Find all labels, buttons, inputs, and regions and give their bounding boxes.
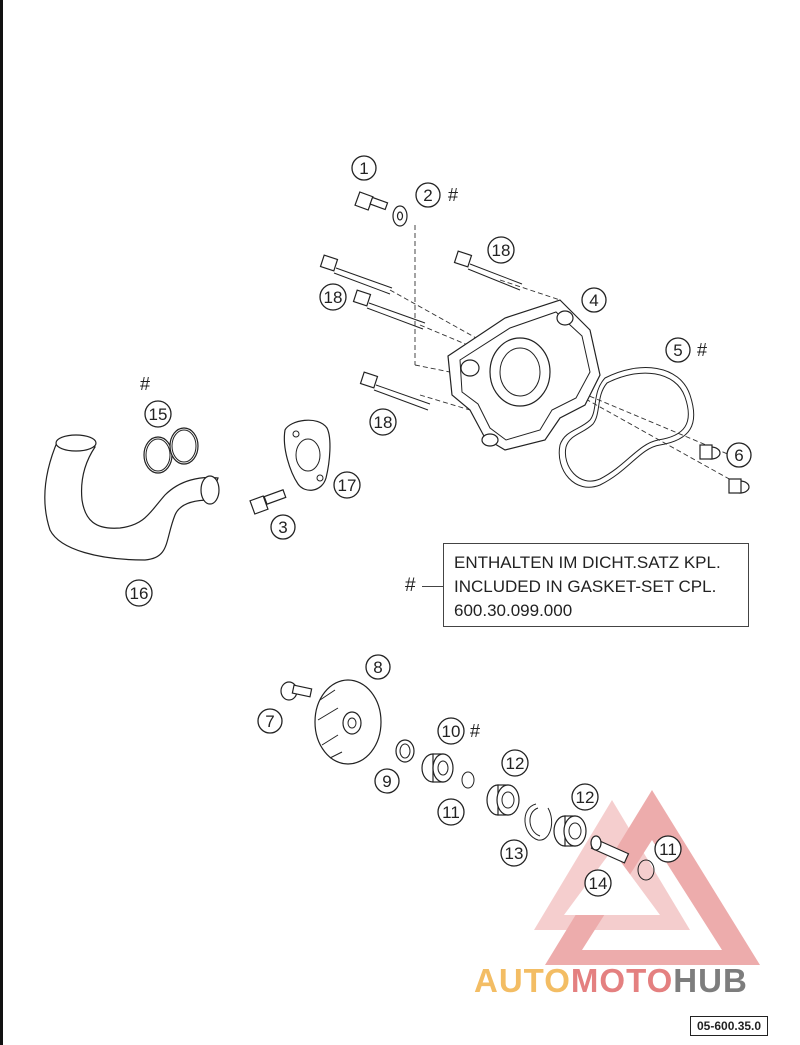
dowel-part-6 xyxy=(699,444,750,494)
svg-text:#: # xyxy=(448,185,458,205)
flange-gasket-part-17 xyxy=(283,419,331,491)
svg-text:8: 8 xyxy=(373,658,382,677)
callout-12a: 12 xyxy=(501,749,529,777)
svg-text:#: # xyxy=(697,340,707,360)
callout-14: 14 xyxy=(584,869,612,897)
callout-18b: 18 xyxy=(487,236,515,264)
note-part-number: 600.30.099.000 xyxy=(454,601,573,620)
pump-cover-part-4 xyxy=(447,299,601,451)
svg-text:#: # xyxy=(470,721,480,741)
callout-15: # 15 xyxy=(140,374,172,428)
callout-8: 8 xyxy=(365,654,391,680)
svg-text:12: 12 xyxy=(506,754,525,773)
svg-text:1: 1 xyxy=(359,159,368,178)
callout-6: 6 xyxy=(726,442,752,468)
callout-4: 4 xyxy=(581,287,607,313)
svg-text:2: 2 xyxy=(423,186,432,205)
note-line-english: INCLUDED IN GASKET-SET CPL. xyxy=(454,577,717,596)
seal-part-10 xyxy=(421,753,454,783)
callout-5: 5 # xyxy=(665,337,707,363)
svg-text:11: 11 xyxy=(442,803,460,822)
svg-text:13: 13 xyxy=(505,844,524,863)
svg-text:#: # xyxy=(140,374,150,394)
callout-17: 17 xyxy=(333,471,361,499)
note-line-german: ENTHALTEN IM DICHT.SATZ KPL. xyxy=(454,553,721,572)
bolt-part-18a xyxy=(319,254,393,295)
bearing-part-12a xyxy=(486,784,520,816)
gasket-part-5 xyxy=(558,367,695,488)
svg-text:5: 5 xyxy=(673,341,682,360)
callout-10: 10 # xyxy=(437,717,480,745)
svg-text:16: 16 xyxy=(130,584,149,603)
bolt-part-7 xyxy=(280,681,313,701)
note-leader-line xyxy=(422,586,443,587)
bearing-part-12b xyxy=(553,815,587,847)
bolt-part-18b xyxy=(352,289,426,330)
svg-text:15: 15 xyxy=(149,405,168,424)
svg-text:18: 18 xyxy=(492,241,511,260)
shaft-part-14 xyxy=(590,835,630,864)
callout-13: 13 xyxy=(500,839,528,867)
bolt-part-3 xyxy=(249,489,287,515)
bolt-part-1 xyxy=(354,191,389,211)
callout-11a: 11 xyxy=(437,798,465,826)
drawing-number: 05-600.35.0 xyxy=(690,1016,769,1036)
callout-1: 1 xyxy=(351,155,377,181)
o-ring-part-15 xyxy=(143,427,199,474)
washer-part-9 xyxy=(395,739,415,763)
callout-11b: 11 xyxy=(654,835,682,863)
circlip-part-11a xyxy=(461,771,475,789)
impeller-part-8 xyxy=(314,679,382,765)
snap-ring-part-13 xyxy=(524,803,553,841)
svg-text:12: 12 xyxy=(576,788,595,807)
gasket-set-note: ENTHALTEN IM DICHT.SATZ KPL. INCLUDED IN… xyxy=(443,543,749,627)
svg-text:11: 11 xyxy=(659,840,677,859)
svg-text:14: 14 xyxy=(589,874,608,893)
svg-text:3: 3 xyxy=(278,518,287,537)
bolt-part-18c xyxy=(453,250,523,291)
page-border xyxy=(0,0,3,1045)
svg-text:6: 6 xyxy=(734,446,743,465)
washer-part-2 xyxy=(392,205,408,227)
watermark-triangle xyxy=(534,790,760,965)
hose-part-16 xyxy=(44,434,220,561)
callout-16: 16 xyxy=(125,579,153,607)
svg-text:18: 18 xyxy=(324,288,343,307)
svg-text:10: 10 xyxy=(442,722,461,741)
watermark-logo: AUTOMOTOHUB xyxy=(474,962,748,999)
note-marker: # xyxy=(405,575,416,596)
callout-2: 2 # xyxy=(415,182,458,208)
circlip-part-11b xyxy=(637,859,655,881)
svg-text:18: 18 xyxy=(374,413,393,432)
bolt-part-18d xyxy=(359,371,431,411)
callout-7: 7 xyxy=(257,708,283,734)
svg-text:9: 9 xyxy=(382,772,391,791)
svg-text:4: 4 xyxy=(589,291,598,310)
callout-9: 9 xyxy=(374,768,400,794)
callout-12b: 12 xyxy=(571,783,599,811)
callout-18c: 18 xyxy=(369,408,397,436)
svg-text:7: 7 xyxy=(265,712,274,731)
callout-3: 3 xyxy=(270,514,296,540)
svg-text:17: 17 xyxy=(338,476,357,495)
callout-18a: 18 xyxy=(319,283,347,311)
